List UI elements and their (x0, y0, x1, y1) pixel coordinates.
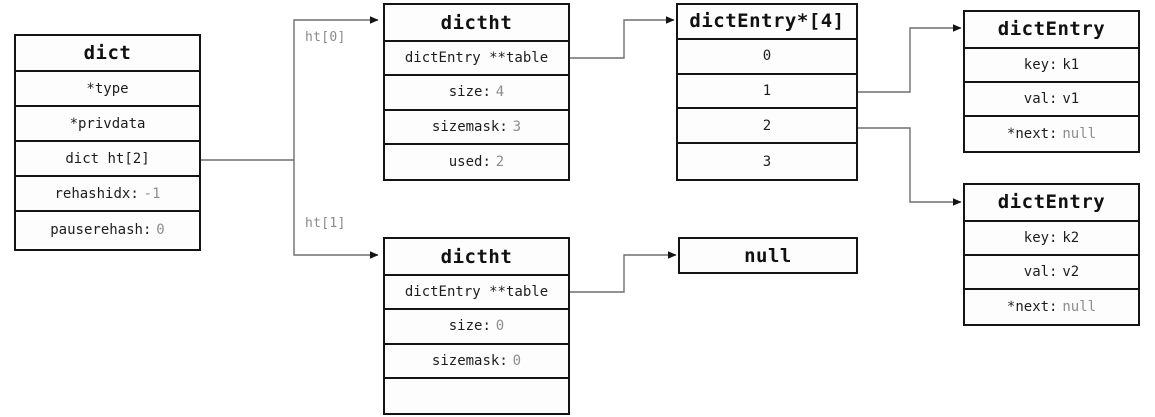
node-dictentry-1-header: dictEntry (965, 12, 1138, 49)
edge-label-ht1: ht[1] (305, 216, 346, 231)
field-value: 3 (512, 118, 522, 135)
field-value: -1 (143, 185, 161, 202)
node-bucket-array[interactable]: dictEntry*[4] 0 1 2 3 (676, 3, 858, 181)
node-dict-row-pauserehash: pauserehash: 0 (16, 212, 199, 247)
field-key: pauserehash: (50, 221, 152, 238)
field-value: 0 (512, 352, 522, 369)
field-key: key: (1023, 229, 1058, 246)
node-dict-row-ht: dict ht[2] (16, 142, 199, 177)
field-key: *next: (1006, 126, 1058, 142)
field-key: size: (448, 318, 491, 335)
field-key: key: (1023, 56, 1058, 73)
node-dictentry-1-row-key: key: k1 (965, 48, 1138, 83)
field-value: v1 (1062, 91, 1080, 107)
bucket-index: 3 (762, 153, 772, 170)
node-dictentry-1[interactable]: dictEntry key: k1 val: v1 *next: null (963, 10, 1140, 153)
wire-dictht0-table-to-array (570, 16, 675, 59)
bucket-index: 1 (762, 82, 772, 99)
wire-dictht1-table-to-null (570, 251, 677, 293)
node-dictht-0-row-sizemask: sizemask: 3 (385, 110, 568, 145)
field-value: 4 (495, 84, 505, 101)
node-dictentry-2-row-val: val: v2 (965, 255, 1138, 291)
field-key: val: (1023, 91, 1058, 107)
field-value: 0 (495, 318, 505, 335)
node-dictht-0[interactable]: dictht dictEntry **table size: 4 sizemas… (383, 3, 570, 181)
node-dictentry-2[interactable]: dictEntry key: k2 val: v2 *next: null (963, 183, 1140, 326)
field-key: used: (448, 153, 491, 170)
wire-bucket2-to-entry2 (858, 127, 962, 206)
bucket-slot-1[interactable]: 1 (678, 74, 856, 110)
field-key: size: (448, 84, 491, 101)
node-null-header: null (680, 239, 856, 272)
node-dictht-1-row-size: size: 0 (385, 310, 568, 345)
field-key: *next: (1006, 299, 1058, 315)
bucket-index: 2 (762, 117, 772, 134)
node-dictht-0-row-used: used: 2 (385, 144, 568, 179)
field-key: val: (1023, 264, 1058, 280)
node-dictht-1-row-clipped (385, 378, 568, 413)
node-dict-header: dict (16, 36, 199, 72)
field-key: *type (86, 80, 129, 97)
wire-branch-to-dictht1 (293, 160, 379, 259)
node-dictentry-2-row-key: key: k2 (965, 221, 1138, 256)
node-null[interactable]: null (678, 237, 858, 274)
field-key: dictEntry **table (404, 284, 549, 301)
node-dictht-1-row-table: dictEntry **table (385, 276, 568, 311)
node-dict-row-privdata: *privdata (16, 107, 199, 142)
bucket-index: 0 (762, 48, 772, 65)
field-value: v2 (1062, 264, 1080, 280)
node-bucket-array-header: dictEntry*[4] (678, 5, 856, 40)
node-dictentry-2-header: dictEntry (965, 185, 1138, 222)
edge-label-ht0: ht[0] (305, 30, 346, 45)
node-dictht-1[interactable]: dictht dictEntry **table size: 0 sizemas… (383, 237, 570, 415)
node-dictht-0-row-size: size: 4 (385, 76, 568, 111)
field-value: k1 (1062, 56, 1080, 73)
field-value: null (1062, 126, 1097, 142)
field-value: k2 (1062, 229, 1080, 246)
node-dictht-1-row-sizemask: sizemask: 0 (385, 344, 568, 379)
bucket-slot-2[interactable]: 2 (678, 109, 856, 145)
node-dict-row-rehashidx: rehashidx: -1 (16, 177, 199, 212)
field-key: rehashidx: (54, 185, 139, 202)
node-dict[interactable]: dict *type *privdata dict ht[2] rehashid… (14, 34, 201, 251)
field-value: 2 (495, 153, 505, 170)
node-dictentry-1-row-next: *next: null (965, 117, 1138, 151)
node-dictht-1-header: dictht (385, 239, 568, 277)
field-key: sizemask: (431, 118, 508, 135)
field-key: dictEntry **table (404, 50, 549, 67)
field-value: 0 (156, 221, 165, 238)
field-key: dict ht[2] (65, 150, 150, 167)
node-dictht-0-header: dictht (385, 5, 568, 43)
field-key: *privdata (69, 115, 146, 132)
wire-bucket1-to-entry1 (858, 24, 962, 93)
node-dictentry-2-row-next: *next: null (965, 290, 1138, 324)
field-value: null (1062, 299, 1097, 315)
bucket-slot-3[interactable]: 3 (678, 144, 856, 179)
node-dictht-0-row-table: dictEntry **table (385, 42, 568, 77)
node-dict-row-type: *type (16, 72, 199, 107)
node-dictentry-1-row-val: val: v1 (965, 82, 1138, 118)
field-key: sizemask: (431, 352, 508, 369)
bucket-slot-0[interactable]: 0 (678, 39, 856, 75)
